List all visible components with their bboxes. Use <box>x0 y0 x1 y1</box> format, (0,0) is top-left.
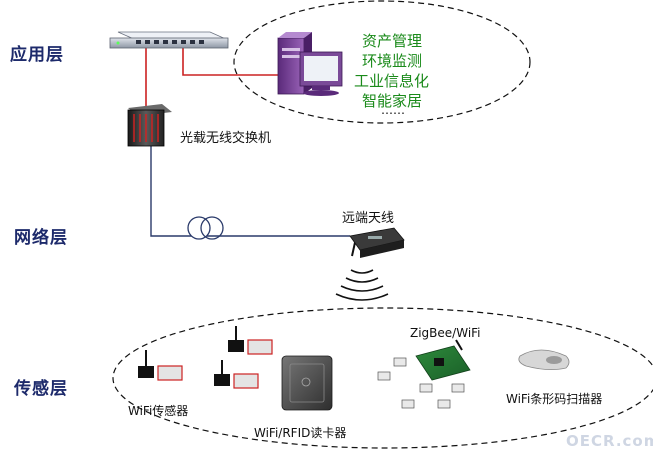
switch-to-server-link <box>182 45 280 76</box>
sensing-cloud <box>112 307 653 449</box>
app-item-environment-monitoring: 环境监测 <box>362 52 423 70</box>
remote-antenna-icon <box>349 227 405 258</box>
ethernet-switch-icon <box>109 31 229 49</box>
remote-antenna-label: 远端天线 <box>342 211 395 226</box>
zigbee-wifi-label: ZigBee/WiFi <box>410 326 481 340</box>
network-layer-label: 网络层 <box>14 228 68 248</box>
fiber-coil-icon <box>187 216 224 240</box>
optical-switch-label: 光载无线交换机 <box>180 131 272 146</box>
app-item-ellipsis: …… <box>381 103 405 117</box>
watermark: OECR.com <box>566 432 653 450</box>
application-cloud <box>233 0 531 124</box>
rfid-reader-icon <box>281 355 333 411</box>
zigbee-board-icon <box>415 339 471 381</box>
app-item-asset-management: 资产管理 <box>362 32 423 50</box>
wifi-sensor-label: WiFi传感器 <box>128 404 189 418</box>
barcode-scanner-icon <box>518 349 570 370</box>
application-layer-label: 应用层 <box>10 45 64 65</box>
server-computer-icon <box>277 32 343 96</box>
sensing-layer-label: 传感层 <box>14 379 68 399</box>
wifi-sensor-icon <box>138 326 273 389</box>
wifi-scanner-label: WiFi条形码扫描器 <box>506 392 603 406</box>
app-item-smart-home: 智能家居 <box>362 92 423 110</box>
zigbee-node-icon <box>377 357 465 409</box>
app-item-industrial-info: 工业信息化 <box>354 72 430 90</box>
signal-waves-icon <box>335 269 389 301</box>
optical-rack-icon <box>127 104 172 147</box>
fiber-link <box>150 146 350 237</box>
wifi-rfid-label: WiFi/RFID读卡器 <box>254 426 347 440</box>
